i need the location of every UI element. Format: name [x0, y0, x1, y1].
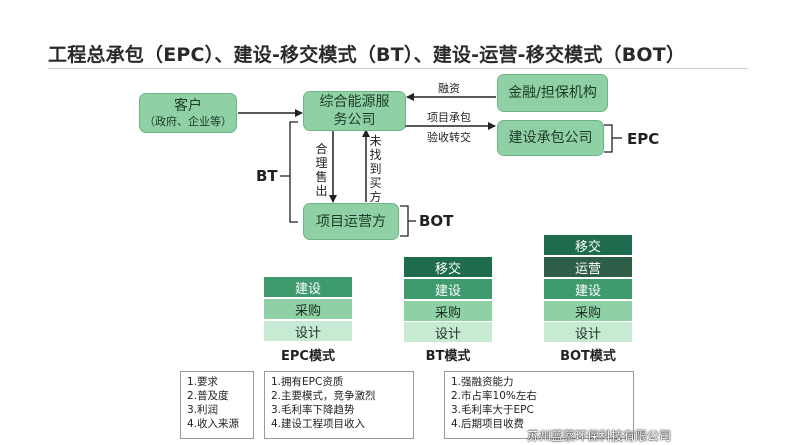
title-underline [48, 68, 748, 69]
bt-bracket [289, 121, 298, 223]
finance-box: 金融/担保机构 [497, 74, 608, 112]
bot-layer-design: 设计 [544, 322, 632, 342]
client-sublabel: （政府、企业等） [144, 115, 232, 128]
criteria-item: 2.普及度 [187, 390, 229, 402]
client-box: 客户 （政府、企业等） [139, 93, 237, 133]
tag-bt: BT [256, 167, 278, 185]
finance-label: 金融/担保机构 [508, 85, 597, 101]
bt-bot-feature-item: 1.强融资能力 [451, 376, 514, 388]
bot-bracket [400, 205, 409, 237]
bot-layer-procure: 采购 [544, 301, 632, 321]
edge-label-project-contract: 项目承包 [427, 111, 471, 124]
bt-bot-feature-item: 3.毛利率大于EPC [451, 404, 534, 416]
epc-layer-design: 设计 [264, 321, 352, 341]
epc-bracket [604, 124, 613, 153]
bt-model-name: BT模式 [425, 349, 471, 364]
epc-feature-item: 4.建设工程项目收入 [271, 418, 366, 430]
bot-layer-transfer: 移交 [544, 235, 632, 255]
criteria-item: 3.利润 [187, 404, 219, 416]
bot-layer-build: 建设 [544, 279, 632, 299]
company-box: 综合能源服 务公司 [303, 91, 406, 131]
edge-label-financing: 融资 [438, 82, 460, 95]
criteria-panel: 1.要求 2.普及度 3.利润 4.收入来源 [180, 371, 254, 439]
operator-box: 项目运营方 [303, 203, 399, 240]
bt-layer-procure: 采购 [404, 301, 492, 321]
epc-feature-item: 3.毛利率下降趋势 [271, 404, 355, 416]
bt-bot-features-panel: 1.强融资能力 2.市占率10%左右 3.毛利率大于EPC 4.后期项目收费 [444, 371, 634, 439]
epc-layer-procure: 采购 [264, 299, 352, 319]
criteria-item: 1.要求 [187, 376, 219, 388]
page-title: 工程总承包（EPC）、建设-移交模式（BT）、建设-运营-移交模式（BOT） [48, 44, 686, 66]
edge-label-reasonable-sale: 合理售出 [315, 142, 328, 198]
operator-label: 项目运营方 [316, 213, 386, 230]
tag-bot: BOT [419, 212, 454, 230]
bot-model-name: BOT模式 [560, 349, 616, 364]
epc-features-panel: 1.拥有EPC资质 2.主要模式，竞争激烈 3.毛利率下降趋势 4.建设工程项目… [264, 371, 414, 439]
contractor-label: 建设承包公司 [508, 130, 593, 146]
edge-label-acceptance: 验收转交 [427, 131, 471, 144]
edge-label-no-buyer: 未找到买方 [369, 134, 382, 204]
bt-bot-feature-item: 2.市占率10%左右 [451, 390, 537, 402]
company-label-line1: 综合能源服 [319, 94, 390, 110]
epc-layer-build: 建设 [264, 277, 352, 297]
bt-bot-feature-item: 4.后期项目收费 [451, 418, 525, 430]
tag-epc: EPC [627, 130, 660, 148]
contractor-box: 建设承包公司 [497, 120, 604, 156]
bt-layer-transfer: 移交 [404, 257, 492, 277]
epc-model-name: EPC模式 [281, 349, 335, 364]
epc-feature-item: 2.主要模式，竞争激烈 [271, 390, 376, 402]
company-label-line2: 务公司 [333, 112, 376, 128]
criteria-item: 4.收入来源 [187, 418, 240, 430]
watermark: 苏州蓝蔡环保科技有限公司 [527, 429, 672, 443]
epc-feature-item: 1.拥有EPC资质 [271, 376, 344, 388]
bt-layer-design: 设计 [404, 322, 492, 342]
client-label: 客户 [174, 98, 202, 114]
bt-layer-build: 建设 [404, 279, 492, 299]
bot-layer-operate: 运营 [544, 257, 632, 277]
